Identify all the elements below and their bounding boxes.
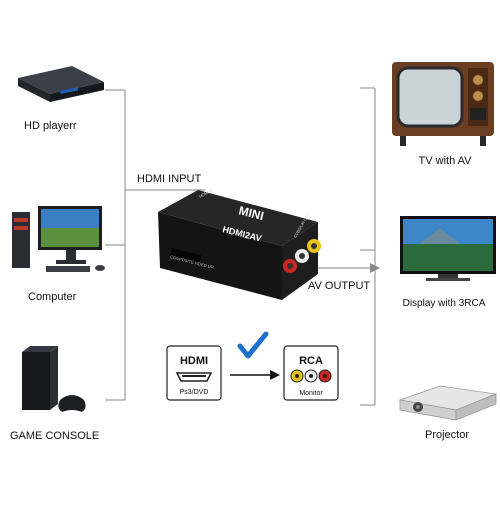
hdmi-box-title: HDMI — [180, 355, 208, 367]
rca-box-subtitle: Monitor — [299, 390, 323, 397]
source-label-game-console: GAME CONSOLE — [10, 430, 100, 442]
hdmi-box-subtitle: Ps3/DVD — [180, 389, 209, 396]
input-connector-lines — [105, 89, 205, 401]
rca-box-title: RCA — [299, 355, 323, 367]
crt-tv-icon — [392, 62, 494, 146]
hdmi-source-box — [166, 345, 222, 401]
hdmi2av-converter-device — [158, 190, 321, 300]
output-label-display: Display with 3RCA — [402, 298, 486, 309]
rca-monitor-box — [283, 345, 339, 401]
av-output-label: AV OUTPUT — [308, 280, 371, 292]
hdmi-input-label: HDMI INPUT — [137, 173, 202, 185]
device-brand-text: MINI — [237, 203, 265, 223]
check-mark-icon — [237, 331, 269, 359]
source-label-hd-player: HD playerr — [24, 120, 77, 132]
source-label-computer: Computer — [28, 291, 77, 303]
desktop-computer-icon — [12, 206, 105, 272]
av-output-arrow-head — [370, 263, 380, 273]
output-connector-lines — [318, 87, 376, 406]
conversion-arrow-icon — [230, 370, 280, 380]
bluray-player-icon — [18, 66, 104, 102]
output-label-tv: TV with AV — [418, 155, 472, 167]
output-label-projector: Projector — [424, 429, 470, 441]
device-port-in-text: HDMI IN — [198, 187, 214, 199]
game-console-icon — [22, 346, 86, 412]
flat-display-icon — [400, 216, 496, 281]
projector-icon — [398, 385, 498, 421]
